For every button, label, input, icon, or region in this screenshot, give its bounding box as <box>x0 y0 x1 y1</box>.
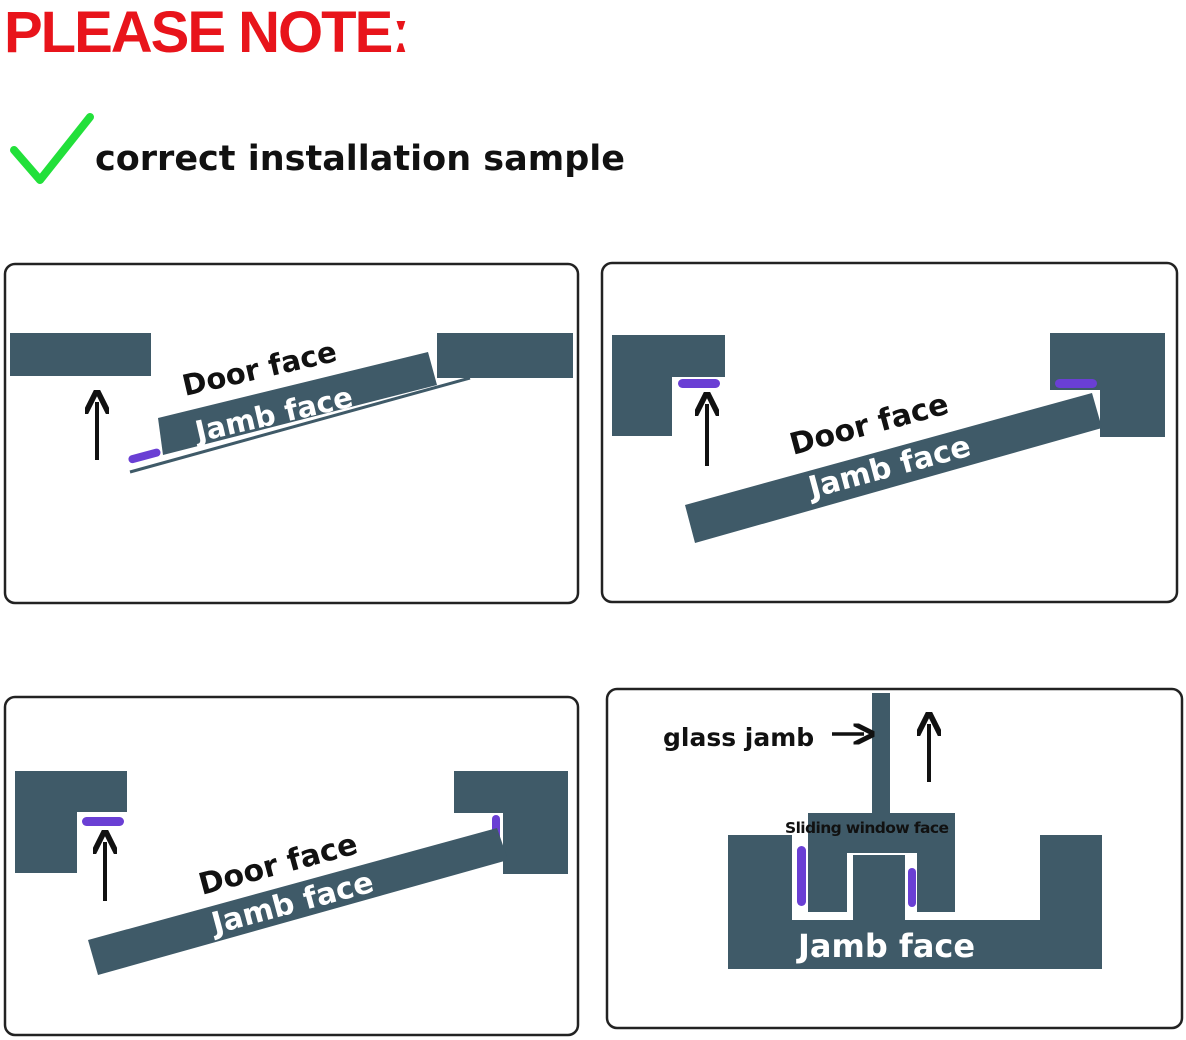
panel-door-3: Door face Jamb face <box>3 695 580 1037</box>
seal-strip <box>1055 379 1097 388</box>
checkmark-icon <box>10 113 94 184</box>
glass-jamb <box>872 693 890 815</box>
jamb-face-label: Jamb face <box>796 927 975 965</box>
door-board <box>158 352 437 455</box>
subtitle: correct installation sample <box>95 139 625 179</box>
frame-right <box>437 333 573 378</box>
panel-door-1: Door face Jamb face <box>3 262 580 605</box>
frame-left <box>612 335 725 436</box>
seal-strip <box>128 448 161 464</box>
seal-strip <box>797 846 806 906</box>
frame-left <box>15 771 127 873</box>
panel-door-2: Door face Jamb face <box>600 261 1179 604</box>
page-title: PLEASE NOTEː <box>4 0 409 65</box>
seal-strip <box>678 379 720 388</box>
sliding-window-label: Sliding window face <box>785 819 948 837</box>
frame-right <box>1050 333 1165 437</box>
seal-strip <box>82 817 124 826</box>
jamb-tongue <box>853 855 905 921</box>
seal-strip <box>908 868 916 907</box>
glass-jamb-label: glass jamb <box>663 723 814 752</box>
panel-sliding-window: glass jamb Sliding window face Jamb face <box>605 687 1184 1030</box>
door-board <box>685 393 1102 543</box>
frame-left <box>10 333 151 376</box>
frame-right <box>454 771 568 874</box>
door-board <box>88 828 508 975</box>
